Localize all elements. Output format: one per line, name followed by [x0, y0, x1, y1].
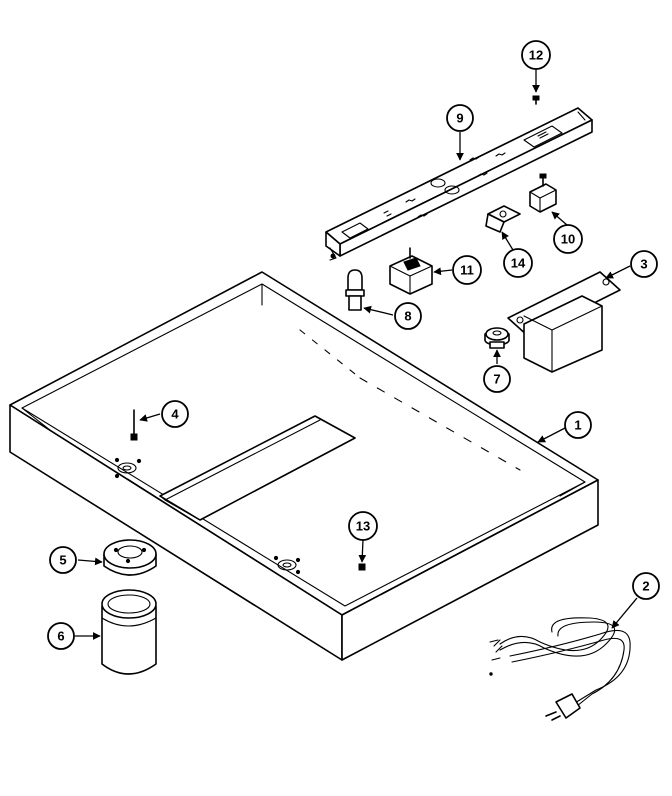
thermostat-part: [389, 247, 433, 295]
svg-text:14: 14: [511, 256, 526, 271]
callout-4: 4: [161, 400, 189, 428]
callout-7: 7: [483, 365, 511, 393]
indicator-lamp: [345, 269, 365, 311]
svg-text:2: 2: [642, 579, 649, 594]
svg-text:8: 8: [404, 309, 411, 324]
switch-part: [529, 173, 557, 213]
callout-5: 5: [49, 546, 77, 574]
svg-text:9: 9: [456, 111, 463, 126]
control-panel: [325, 107, 593, 261]
screw-13: [358, 563, 366, 571]
callout-2: 2: [632, 572, 660, 600]
callout-10: 10: [553, 224, 583, 254]
svg-text:4: 4: [171, 407, 179, 422]
svg-text:10: 10: [561, 232, 575, 247]
callout-leaders: [75, 68, 638, 640]
base-pan: [9, 271, 599, 661]
svg-text:1: 1: [574, 418, 581, 433]
bracket-part: [485, 205, 521, 233]
svg-text:6: 6: [57, 629, 64, 644]
svg-text:7: 7: [493, 372, 500, 387]
screw-12: [532, 95, 540, 105]
svg-text:5: 5: [59, 553, 66, 568]
svg-text:13: 13: [356, 519, 370, 534]
jar-part: [101, 589, 157, 675]
callout-12: 12: [521, 40, 551, 70]
svg-text:11: 11: [460, 263, 474, 278]
junction-box: [507, 271, 621, 373]
ring-part: [103, 539, 157, 576]
callout-6: 6: [47, 622, 75, 650]
callout-13: 13: [348, 511, 378, 541]
callout-9: 9: [446, 104, 474, 132]
callout-8: 8: [394, 302, 422, 330]
callout-14: 14: [503, 248, 533, 278]
callout-11: 11: [452, 255, 482, 285]
svg-text:12: 12: [529, 48, 543, 63]
power-cord: [489, 617, 631, 721]
callout-1: 1: [564, 411, 592, 439]
screw-4: [130, 409, 138, 441]
knob-part: [484, 327, 510, 349]
svg-text:3: 3: [640, 257, 647, 272]
callout-3: 3: [630, 250, 658, 278]
